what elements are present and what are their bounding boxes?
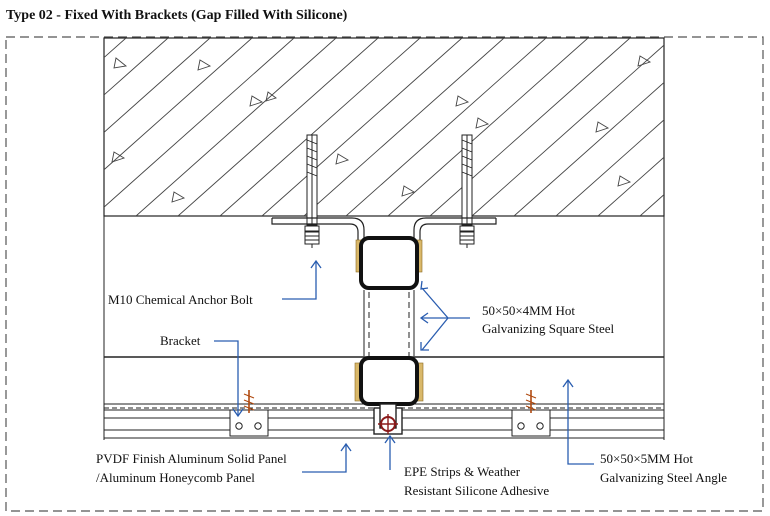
rivet	[243, 390, 537, 413]
anchor-bolt-right	[459, 134, 475, 248]
concrete-hatch-line	[513, 81, 664, 216]
concrete-hatch-line	[0, 38, 84, 216]
concrete-hatch-line	[104, 38, 211, 133]
square-steel-tube	[359, 236, 419, 406]
label-angle-line2: Galvanizing Steel Angle	[600, 470, 727, 485]
label-square-steel-line2: Galvanizing Square Steel	[482, 321, 615, 336]
leader-lines	[214, 259, 594, 473]
steel-angle-clip-right	[511, 409, 551, 437]
concrete-hatch-line	[219, 38, 421, 216]
label-square-steel-line1: 50×50×4MM Hot	[482, 303, 575, 318]
drawing-frame	[5, 36, 764, 512]
concrete-wall	[0, 37, 770, 217]
concrete-hatch-line	[766, 38, 770, 216]
label-bracket: Bracket	[160, 333, 201, 348]
concrete-hatch-line	[104, 38, 295, 208]
concrete-hatch-line	[471, 44, 664, 216]
concrete-hatch-line	[261, 38, 463, 216]
label-epe-line1: EPE Strips & Weather	[404, 464, 521, 479]
label-panel-line1: PVDF Finish Aluminum Solid Panel	[96, 451, 287, 466]
label-angle-line1: 50×50×5MM Hot	[600, 451, 693, 466]
concrete-hatch-line	[682, 38, 770, 216]
concrete-hatch-line	[303, 38, 505, 216]
steel-angle-clip-left	[229, 409, 269, 437]
concrete-hatch-line	[597, 156, 664, 216]
label-anchor-bolt: M10 Chemical Anchor Bolt	[108, 292, 253, 307]
concrete-hatch-line	[104, 38, 169, 96]
label-epe-line2: Resistant Silicone Adhesive	[404, 483, 549, 498]
angle-bracket	[271, 217, 497, 272]
concrete-hatch-line	[555, 119, 664, 216]
label-panel-line2: /Aluminum Honeycomb Panel	[96, 470, 255, 485]
diagram-title: Type 02 - Fixed With Brackets (Gap Fille…	[6, 8, 348, 23]
concrete-hatch-line	[104, 38, 253, 171]
anchor-bolt-left	[304, 134, 320, 248]
concrete-hatch-line	[345, 38, 547, 216]
concrete-hatch-line	[387, 38, 589, 216]
concrete-hatch-line	[177, 38, 379, 216]
concrete-hatch-line	[135, 38, 337, 216]
epe-silicone-joint	[373, 403, 403, 435]
